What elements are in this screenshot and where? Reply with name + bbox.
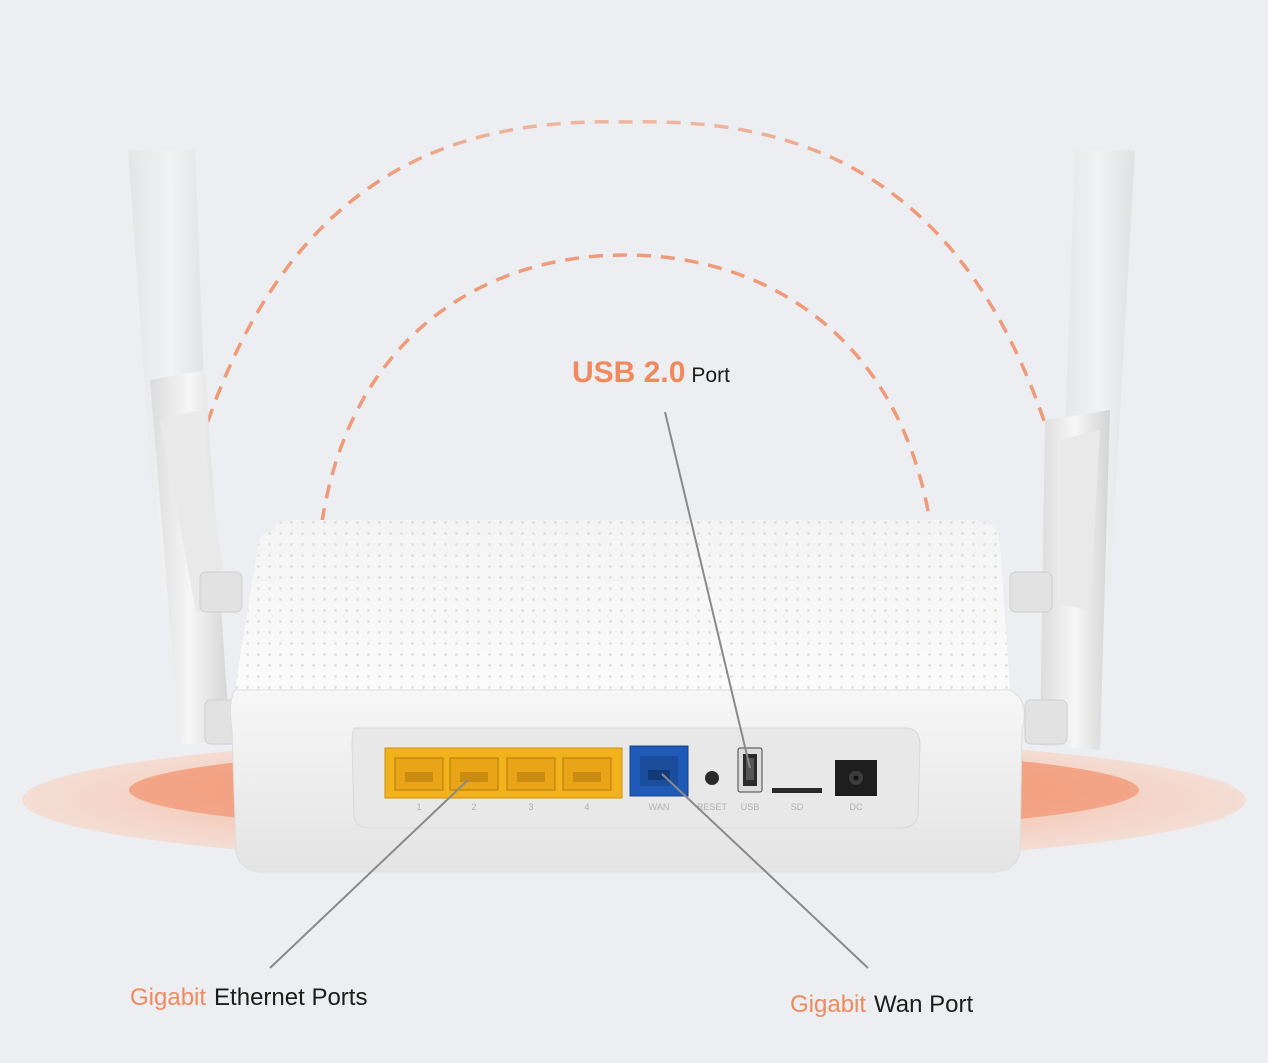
lan-port-3[interactable] — [506, 757, 556, 791]
wan-callout-text: Wan Port — [874, 991, 974, 1018]
ethernet-leader-line — [269, 779, 469, 969]
ethernet-ports-callout: Gigabit Ethernet Ports — [130, 984, 367, 1012]
lan-ports: 1 2 3 4 — [384, 747, 623, 812]
usb-leader-line — [664, 411, 751, 769]
wan-leader-line — [661, 773, 869, 969]
reset-button[interactable] — [705, 771, 719, 785]
lan-label-3: 3 — [528, 802, 533, 812]
usb-port[interactable] — [737, 747, 763, 793]
right-antennas — [1009, 150, 1135, 750]
wan-port-callout: Gigabit Wan Port — [790, 991, 973, 1019]
wan-label: WAN — [649, 802, 670, 812]
ethernet-callout-text: Ethernet Ports — [214, 984, 368, 1011]
usb-label: USB — [741, 802, 760, 812]
dc-label: DC — [850, 802, 863, 812]
lan-port-4[interactable] — [562, 757, 612, 791]
lan-label-1: 1 — [416, 802, 421, 812]
ethernet-callout-highlight: Gigabit — [130, 984, 207, 1011]
lan-label-4: 4 — [584, 802, 589, 812]
sd-label: SD — [791, 802, 804, 812]
lan-port-1[interactable] — [394, 757, 444, 791]
wan-port[interactable] — [629, 745, 689, 797]
reset-label: RESET — [697, 802, 728, 812]
usb-callout-text: Port — [691, 364, 730, 387]
left-antennas — [128, 150, 248, 745]
usb-callout-highlight: USB 2.0 — [572, 356, 686, 389]
wan-callout-highlight: Gigabit — [790, 991, 867, 1018]
lan-port-2[interactable] — [449, 757, 499, 791]
lan-label-2: 2 — [471, 802, 476, 812]
router-body — [230, 520, 1025, 873]
sd-slot[interactable] — [772, 788, 822, 793]
callout-leader-lines — [269, 411, 869, 969]
wifi-signal-arcs — [198, 120, 1054, 523]
dc-power-jack[interactable] — [835, 760, 877, 796]
